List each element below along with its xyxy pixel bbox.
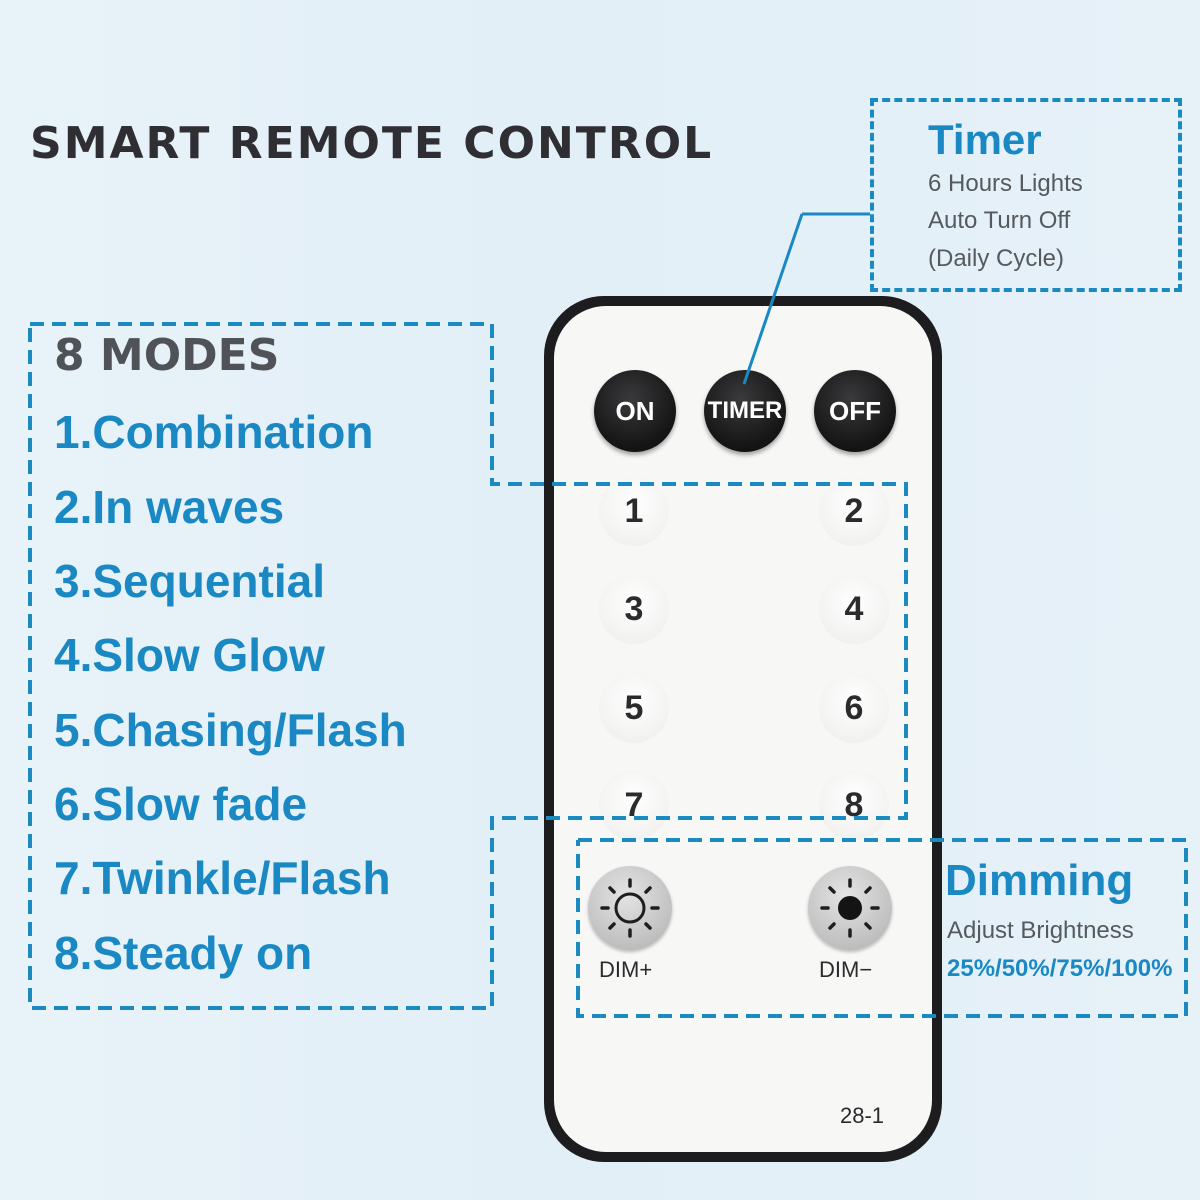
mode-item: 1.Combination [54,406,374,458]
mode-item: 2.In waves [54,481,285,533]
mode-3-button[interactable]: 3 [599,574,669,644]
dimming-levels: 25%/50%/75%/100% [947,955,1173,982]
dim-plus-button[interactable] [588,866,672,950]
timer-callout-line: 6 Hours Lights [928,170,1083,197]
mode-1-button[interactable]: 1 [599,476,669,546]
mode-item: 4.Slow Glow [54,629,325,681]
dim-minus-label: DIM− [819,957,873,982]
modes-title: 8 MODES [54,330,280,381]
timer-callout-frame [870,98,1182,292]
dimming-callout-title: Dimming [945,856,1134,905]
mode-item: 6.Slow fade [54,778,308,830]
mode-8-button[interactable]: 8 [819,770,889,840]
mode-6-button[interactable]: 6 [819,673,889,743]
timer-button[interactable]: TIMER [704,370,786,452]
mode-4-button[interactable]: 4 [819,574,889,644]
mode-5-button[interactable]: 5 [599,673,669,743]
on-button[interactable]: ON [594,370,676,452]
mode-item: 5.Chasing/Flash [54,704,407,756]
timer-callout-line: (Daily Cycle) [928,245,1065,272]
model-number: 28-1 [840,1103,885,1128]
timer-callout-title: Timer [928,116,1042,163]
mode-item: 8.Steady on [54,927,313,979]
dimming-callout-subtitle: Adjust Brightness [947,917,1134,944]
page-title: SMART REMOTE CONTROL [30,118,714,169]
dim-plus-label: DIM+ [599,957,653,982]
off-button[interactable]: OFF [814,370,896,452]
mode-item: 3.Sequential [54,555,325,607]
mode-item: 7.Twinkle/Flash [54,852,391,904]
dim-minus-button[interactable] [808,866,892,950]
brightness-down-icon [820,878,880,938]
brightness-up-icon [600,878,660,938]
timer-callout-line: Auto Turn Off [928,207,1071,234]
mode-7-button[interactable]: 7 [599,770,669,840]
mode-2-button[interactable]: 2 [819,476,889,546]
